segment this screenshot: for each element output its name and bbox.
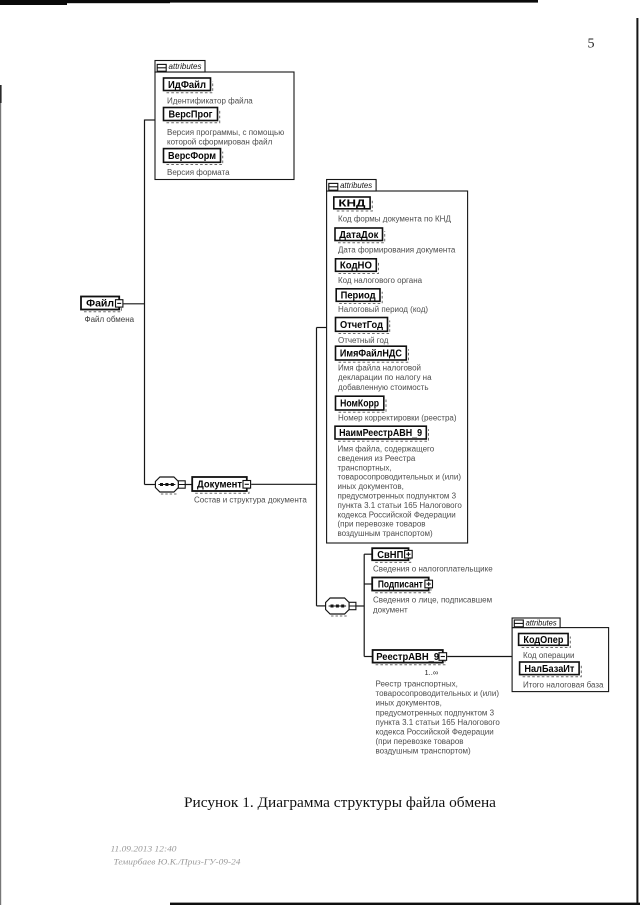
svg-text:Налоговый период (код): Налоговый период (код) (338, 305, 428, 314)
svg-text:НомКорр: НомКорр (340, 399, 379, 410)
svg-text:Документ: Документ (197, 480, 242, 491)
svg-text:ИдФайл: ИдФайл (168, 80, 206, 91)
svg-text:(при перевозке товаров: (при перевозке товаров (338, 520, 426, 529)
svg-text:сведения из Реестра: сведения из Реестра (338, 454, 416, 463)
svg-text:кодекса Российской Федерации: кодекса Российской Федерации (376, 728, 494, 737)
svg-text:предусмотренных подпунктом 3: предусмотренных подпунктом 3 (338, 492, 457, 501)
svg-text:ВерсФорм: ВерсФорм (168, 151, 216, 162)
svg-text:Имя файла, содержащего: Имя файла, содержащего (338, 445, 435, 454)
svg-text:(при перевозке товаров: (при перевозке товаров (376, 737, 464, 746)
svg-text:НалБазаИт: НалБазаИт (524, 664, 574, 675)
svg-text:Файл: Файл (86, 299, 114, 310)
svg-text:ОтчетГод: ОтчетГод (340, 320, 384, 331)
svg-text:11.09.2013 12:40: 11.09.2013 12:40 (111, 845, 177, 854)
svg-text:Код формы документа по КНД: Код формы документа по КНД (338, 215, 451, 224)
svg-text:предусмотренных подпунктом 3: предусмотренных подпунктом 3 (376, 708, 495, 717)
svg-text:пункта 3.1 статьи 165 Налогово: пункта 3.1 статьи 165 Налогового (376, 718, 501, 727)
svg-text:НаимРеестрАВН_9: НаимРеестрАВН_9 (339, 428, 422, 439)
svg-text:Темирбаев Ю.К./Приз-ГУ-09-24: Темирбаев Ю.К./Приз-ГУ-09-24 (114, 858, 241, 867)
svg-text:КодНО: КодНО (340, 261, 372, 272)
svg-text:транспортных,: транспортных, (338, 463, 392, 472)
svg-text:Отчетный год: Отчетный год (338, 336, 389, 345)
svg-text:Код операции: Код операции (523, 651, 574, 660)
svg-text:Дата формирования документа: Дата формирования документа (338, 246, 456, 255)
svg-text:РеестрАВН_9: РеестрАВН_9 (376, 652, 439, 663)
svg-text:Рисунок 1. Диаграмма структуры: Рисунок 1. Диаграмма структуры файла обм… (184, 795, 497, 811)
svg-text:Реестр транспортных,: Реестр транспортных, (376, 680, 458, 689)
svg-text:товаросопроводительных и (или): товаросопроводительных и (или) (376, 689, 500, 698)
svg-text:Номер корректировки (реестра): Номер корректировки (реестра) (338, 414, 457, 423)
svg-text:5: 5 (588, 37, 595, 52)
svg-text:Сведения о налогоплательщике: Сведения о налогоплательщике (373, 565, 493, 574)
svg-text:кодекса Российской Федерации: кодекса Российской Федерации (338, 510, 456, 519)
svg-text:Код налогового органа: Код налогового органа (338, 276, 423, 285)
svg-text:иных документов,: иных документов, (338, 482, 404, 491)
svg-text:Версия программы, с помощью: Версия программы, с помощью (167, 128, 284, 137)
svg-text:ИмяФайлНДС: ИмяФайлНДС (340, 349, 402, 360)
svg-text:Период: Период (341, 291, 377, 302)
svg-text:attributes: attributes (169, 62, 202, 71)
svg-text:Версия формата: Версия формата (167, 168, 230, 177)
svg-text:ДатаДок: ДатаДок (339, 230, 379, 241)
svg-text:иных документов,: иных документов, (376, 699, 442, 708)
svg-text:воздушным транспортом): воздушным транспортом) (376, 747, 472, 756)
svg-text:декларации по налогу на: декларации по налогу на (338, 373, 432, 382)
svg-text:Файл обмена: Файл обмена (85, 315, 135, 324)
svg-text:воздушным транспортом): воздушным транспортом) (338, 529, 434, 538)
svg-text:документ: документ (373, 606, 408, 615)
svg-text:пункта 3.1 статьи 165 Налогово: пункта 3.1 статьи 165 Налогового (338, 501, 463, 510)
svg-text:Имя файла налоговой: Имя файла налоговой (338, 364, 421, 373)
svg-text:СвНП: СвНП (377, 550, 403, 561)
svg-text:которой сформирован файл: которой сформирован файл (167, 138, 273, 147)
svg-text:КодОпер: КодОпер (523, 635, 563, 646)
svg-text:1..∞: 1..∞ (425, 668, 439, 677)
svg-text:Подписант: Подписант (378, 580, 423, 591)
svg-text:товаросопроводительных и (или): товаросопроводительных и (или) (338, 473, 462, 482)
svg-text:ВерсПрог: ВерсПрог (169, 110, 213, 121)
svg-text:Состав и структура документа: Состав и структура документа (194, 496, 307, 505)
svg-text:Итого налоговая база: Итого налоговая база (523, 680, 604, 689)
svg-text:КНД: КНД (338, 199, 365, 210)
svg-text:Идентификатор файла: Идентификатор файла (167, 96, 253, 105)
svg-text:Сведения о лице, подписавшем: Сведения о лице, подписавшем (373, 596, 492, 605)
svg-text:добавленную стоимость: добавленную стоимость (338, 383, 428, 392)
svg-text:attributes: attributes (340, 181, 372, 190)
svg-text:attributes: attributes (526, 619, 557, 628)
